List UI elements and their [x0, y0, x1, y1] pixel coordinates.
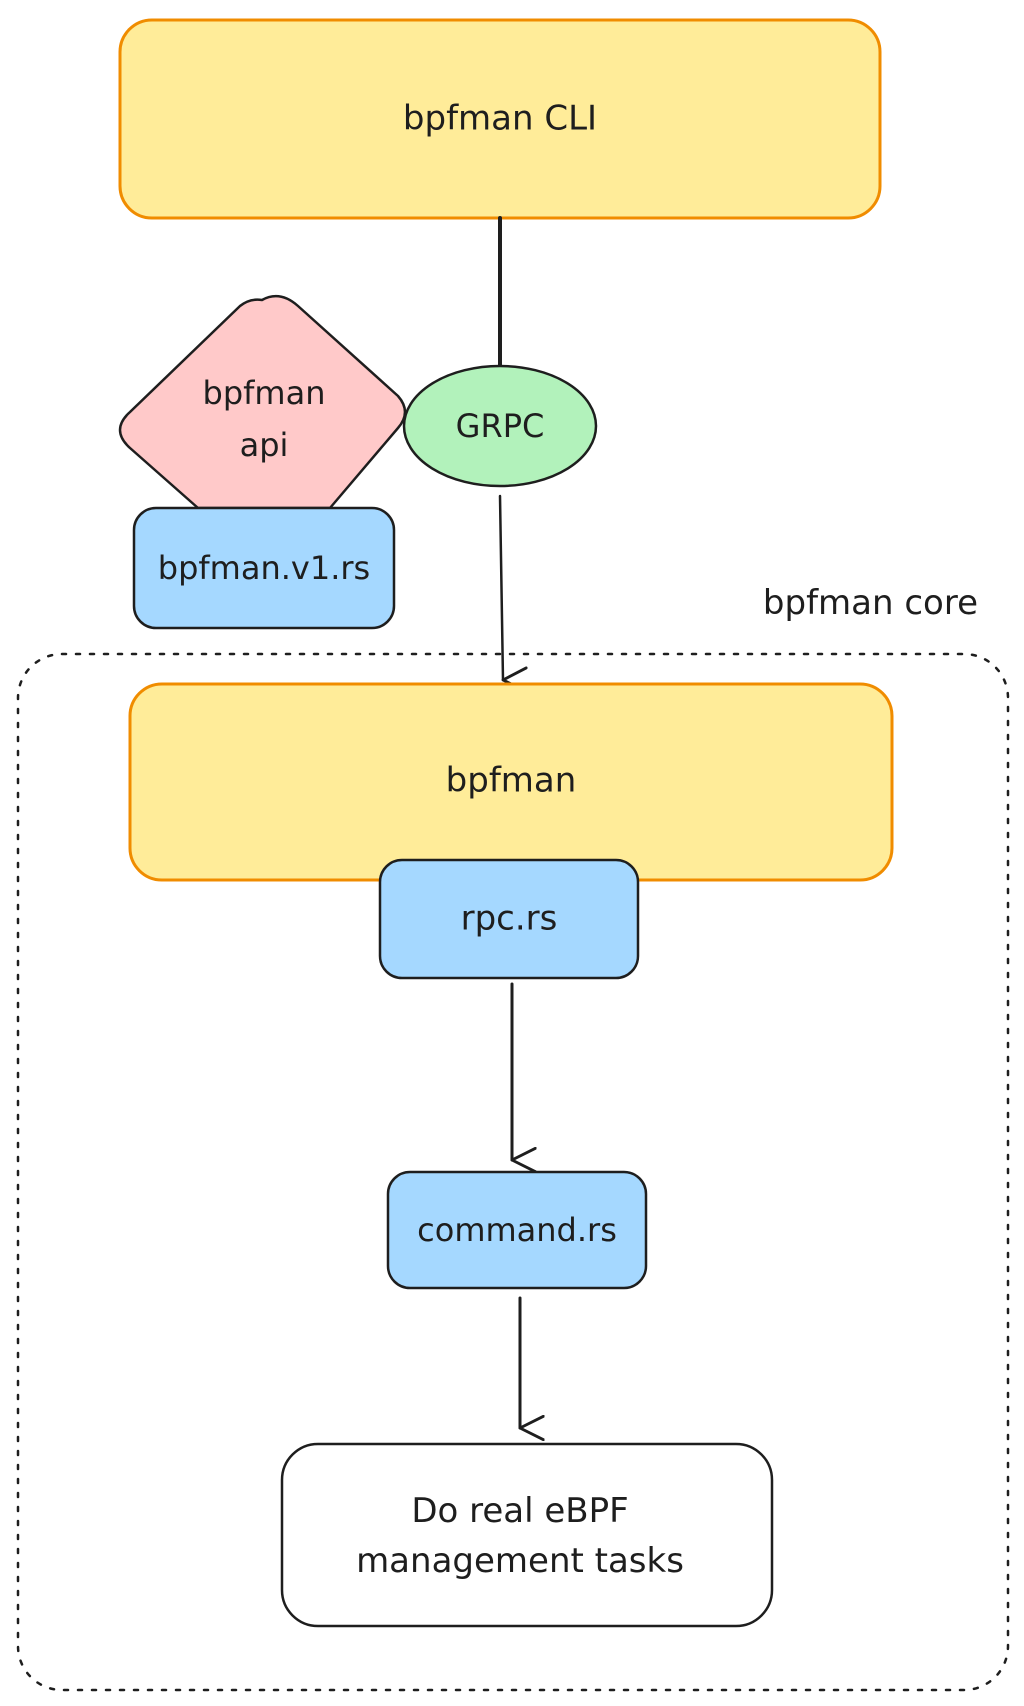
bpfman-v1-rs-label: bpfman.v1.rs: [158, 549, 370, 587]
command-rs-node: command.rs: [386, 1170, 648, 1290]
grpc-label: GRPC: [456, 407, 545, 445]
bpfman-core-group: bpfman core: [16, 583, 1010, 1692]
ebpf-tasks-label-line2: management tasks: [356, 1541, 684, 1581]
bpfman-api-label-line1: bpfman: [203, 374, 326, 412]
bpfman-core-label: bpfman core: [763, 583, 978, 623]
ebpf-tasks-node: Do real eBPF management tasks: [280, 1442, 774, 1628]
bpfman-cli-node: bpfman CLI: [118, 18, 882, 220]
bpfman-v1-rs-node: bpfman.v1.rs: [132, 506, 396, 630]
edge-grpc-to-bpfman: [498, 494, 503, 680]
ebpf-tasks-label-line1: Do real eBPF: [411, 1491, 628, 1531]
bpfman-api-node: bpfman api: [118, 294, 407, 510]
grpc-node: GRPC: [402, 364, 598, 488]
bpfman-cli-label: bpfman CLI: [403, 99, 597, 139]
bpfman-label: bpfman: [446, 761, 577, 801]
rpc-rs-label: rpc.rs: [461, 899, 558, 939]
bpfman-api-label-line2: api: [240, 426, 289, 464]
rpc-rs-node: rpc.rs: [378, 858, 640, 980]
command-rs-label: command.rs: [417, 1211, 617, 1249]
bpfman-node: bpfman: [128, 682, 894, 882]
